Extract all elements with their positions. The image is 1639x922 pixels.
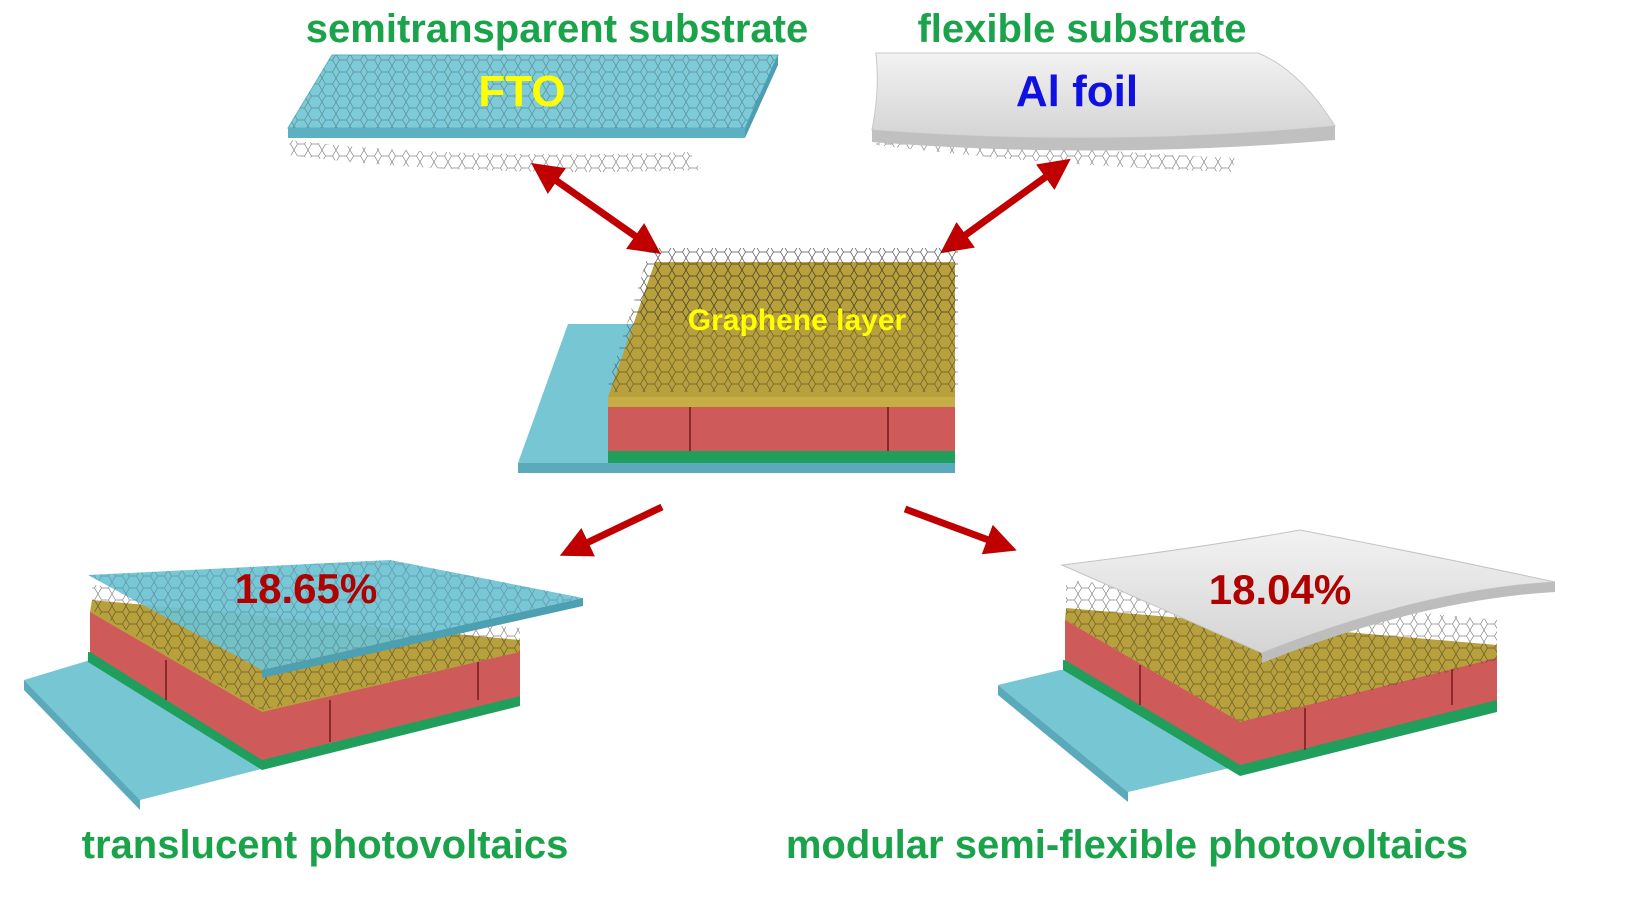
caption-flexible-substrate: flexible substrate [917,7,1246,51]
al-foil-substrate-illustration: Al foil [871,52,1336,172]
graphene-layer-label: Graphene layer [688,304,907,337]
double-arrow-left [531,162,661,255]
translucent-device-illustration: 18.65% [24,560,583,810]
arrow-to-flexible [903,505,1017,555]
flexible-device-illustration: 18.04% [998,529,1556,802]
caption-translucent-photovoltaics: translucent photovoltaics [82,823,569,867]
fto-label: FTO [478,67,565,116]
center-perovskite-layer [608,407,955,451]
bl-efficiency-label: 18.65% [235,565,377,612]
fto-substrate-illustration: FTO [287,54,779,173]
br-efficiency-label: 18.04% [1209,566,1351,613]
caption-semitransparent-substrate: semitransparent substrate [306,7,808,51]
al-foil-label: Al foil [1016,67,1138,116]
fto-graphene-underlayer [288,140,700,173]
arrows [531,158,1071,557]
caption-modular-semi-flexible-photovoltaics: modular semi-flexible photovoltaics [786,823,1468,867]
al-foil-sheet [871,52,1336,139]
center-device-illustration: Graphene layer [518,248,958,473]
center-etl-layer [608,451,955,463]
double-arrow-right [940,158,1071,254]
arrow-to-translucent [559,503,664,557]
fto-glass-edge [288,128,745,138]
